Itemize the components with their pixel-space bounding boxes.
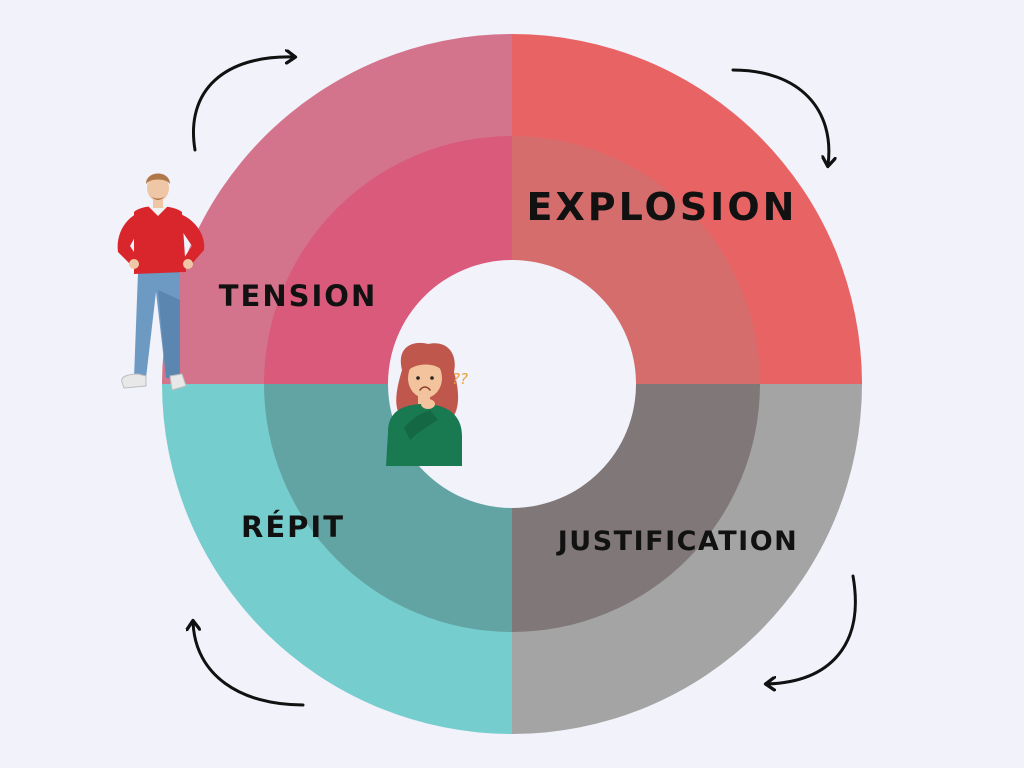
label-tension: TENSION (219, 279, 377, 313)
label-justification: JUSTIFICATION (556, 526, 799, 557)
label-explosion: EXPLOSION (527, 185, 798, 229)
question-marks: ?? (452, 370, 468, 388)
curved-arrow-bottom-right (767, 574, 857, 684)
label-repit: RÉPIT (241, 510, 345, 544)
worried-woman-illustration (386, 342, 462, 466)
curved-arrow-top-left (192, 57, 294, 152)
curved-arrow-bottom-left (193, 622, 305, 707)
standing-man-illustration (117, 173, 205, 391)
curved-arrow-top-right (731, 68, 829, 165)
